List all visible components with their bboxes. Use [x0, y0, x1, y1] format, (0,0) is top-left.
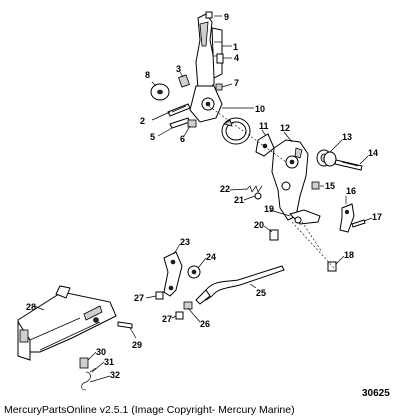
callout-32: 32 [110, 370, 120, 380]
callout-28: 28 [26, 302, 36, 312]
callout-20: 20 [254, 220, 264, 230]
bolt-5 [169, 117, 191, 129]
spring-22 [245, 185, 263, 193]
shift-cam-11 [255, 133, 275, 157]
callout-27-upper: 27 [134, 293, 144, 303]
mounting-bracket-28 [17, 285, 117, 361]
mounting-plate-12 [271, 139, 309, 221]
bushing-13 [316, 149, 337, 167]
callout-21: 21 [234, 195, 244, 205]
copyright-footer: MercuryPartsOnline v2.5.1 (Image Copyrig… [4, 404, 295, 416]
callout-13: 13 [342, 132, 352, 142]
callout-23: 23 [180, 237, 190, 247]
bushing-24 [187, 265, 201, 279]
cam-ring-10 [221, 117, 251, 145]
bolt-9 [205, 11, 213, 19]
callout-29: 29 [132, 340, 142, 350]
callout-7: 7 [234, 78, 239, 88]
callout-19: 19 [264, 204, 274, 214]
callout-14: 14 [368, 148, 378, 158]
callout-2: 2 [140, 116, 145, 126]
callout-4: 4 [234, 53, 239, 63]
bushing-3 [178, 74, 190, 88]
callout-27-lower: 27 [162, 314, 172, 324]
callout-8: 8 [145, 70, 150, 80]
callout-11: 11 [259, 121, 269, 131]
lever-spring-plate [211, 27, 223, 79]
assembly-centerline [205, 103, 335, 269]
screw-17 [351, 219, 366, 228]
callout-3: 3 [176, 64, 181, 74]
shift-rod-25 [195, 265, 285, 305]
callout-25: 25 [256, 288, 266, 298]
nut-26 [183, 301, 193, 310]
bolt-14 [334, 159, 363, 171]
linkage-16 [339, 203, 355, 233]
screw-4 [216, 53, 224, 64]
screw-20 [269, 229, 279, 241]
callout-leaders [33, 15, 373, 383]
nut-6 [187, 119, 197, 128]
callout-1: 1 [233, 42, 238, 52]
screw-18 [327, 261, 337, 272]
fastener-set-30-32 [79, 357, 97, 391]
nut-15 [311, 181, 320, 190]
screw-29 [117, 321, 133, 329]
callout-numbers: 1 2 3 4 5 6 7 8 9 10 11 12 13 14 15 16 1… [26, 12, 382, 380]
washer-21 [254, 192, 262, 200]
callout-22: 22 [220, 184, 230, 194]
callout-30: 30 [96, 347, 106, 357]
callout-17: 17 [372, 212, 382, 222]
screw-27-upper [155, 291, 164, 300]
throttle-link-23 [163, 251, 183, 297]
callout-16: 16 [346, 186, 356, 196]
nut-7 [215, 83, 223, 91]
callout-10: 10 [255, 104, 265, 114]
callout-18: 18 [344, 250, 354, 260]
callout-24: 24 [206, 252, 216, 262]
washer-8 [150, 83, 170, 101]
callout-6: 6 [180, 134, 185, 144]
callout-5: 5 [150, 132, 155, 142]
callout-31: 31 [104, 357, 114, 367]
reference-number: 30625 [362, 388, 390, 399]
callout-9: 9 [224, 12, 229, 22]
callout-12: 12 [280, 123, 290, 133]
callout-15: 15 [325, 181, 335, 191]
screw-27-lower [175, 311, 184, 320]
callout-26: 26 [200, 319, 210, 329]
shift-link-19 [289, 209, 321, 225]
bolt-2 [167, 103, 191, 117]
